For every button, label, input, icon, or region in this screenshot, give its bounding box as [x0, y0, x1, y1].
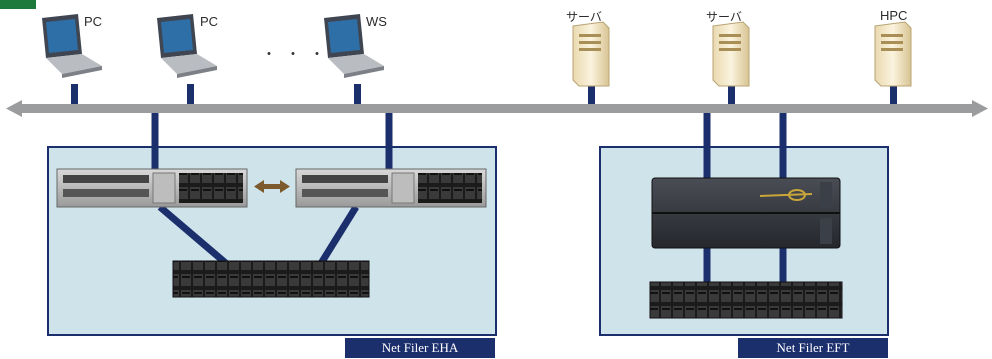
sync-arrow-icon — [254, 180, 290, 193]
tower-server-icon — [572, 21, 610, 87]
rack-server-icon — [56, 168, 248, 208]
client-label-ws: WS — [366, 14, 387, 29]
tower-server-icon — [712, 21, 750, 87]
system-label-eha: Net Filer EHA — [345, 338, 495, 358]
server-label-hpc: HPC — [880, 8, 908, 23]
laptop-icon — [42, 14, 102, 78]
tower-server-icon — [874, 21, 912, 87]
eft-links — [703, 113, 787, 283]
system-label-eft: Net Filer EFT — [738, 338, 888, 358]
laptop-icon — [324, 14, 384, 78]
storage-controller-icon — [651, 177, 841, 249]
laptop-icon — [157, 14, 217, 78]
client-label-pc-1: PC — [84, 14, 103, 29]
server-label-2: サーバ — [706, 10, 742, 24]
corner-accent — [0, 0, 36, 9]
network-bus — [6, 100, 988, 117]
eha-links — [151, 113, 393, 268]
ellipsis-more-clients: ・・・ — [262, 46, 334, 62]
client-links — [71, 84, 897, 104]
client-label-pc-2: PC — [200, 14, 219, 29]
server-label-1: サーバ — [566, 10, 602, 24]
rack-server-icon — [295, 168, 487, 208]
disk-array-icon — [172, 260, 370, 298]
disk-array-icon — [649, 281, 843, 319]
